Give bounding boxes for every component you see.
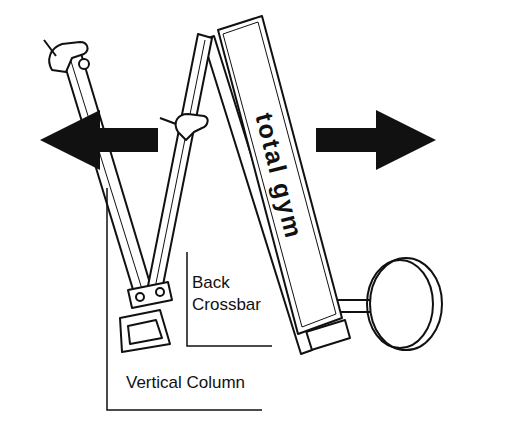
glideboard-edge — [223, 22, 336, 327]
disc-rim — [367, 260, 433, 348]
direction-arrow — [40, 110, 158, 170]
pulley — [79, 59, 89, 69]
wrist-line — [44, 40, 176, 124]
vertical-column — [62, 50, 155, 306]
squat-stand-disc — [370, 258, 442, 350]
bolt — [136, 293, 144, 301]
leader-line — [187, 252, 272, 346]
part-label: Back Crossbar — [192, 272, 272, 316]
part-label: Vertical Column — [126, 372, 245, 394]
hand — [176, 114, 208, 140]
handle-grip — [128, 320, 162, 344]
inner-rail — [146, 34, 212, 300]
handle — [120, 310, 170, 352]
rail-groove — [153, 40, 205, 298]
bolt — [156, 288, 164, 296]
back-crossbar — [128, 282, 172, 308]
direction-arrow — [316, 110, 436, 170]
glideboard — [218, 16, 342, 334]
column-groove — [70, 58, 146, 302]
hand — [49, 42, 87, 72]
